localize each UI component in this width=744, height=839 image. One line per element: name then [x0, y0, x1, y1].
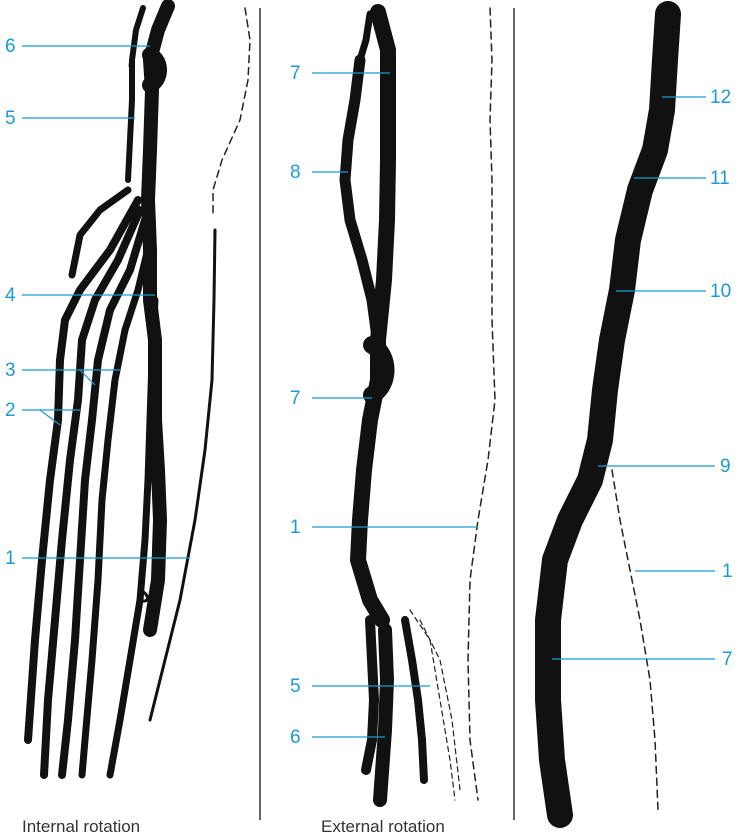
label-7-lower: 7 — [290, 389, 301, 408]
caption-internal-rotation: Internal rotation — [22, 818, 140, 835]
dashed-outline-p1 — [213, 8, 250, 215]
lower-vessel-left-p2 — [366, 620, 374, 770]
label-6: 6 — [5, 37, 16, 56]
caption-external-rotation: External rotation — [321, 818, 445, 835]
label-10: 10 — [710, 282, 731, 301]
valve-mark — [130, 60, 132, 68]
label-12: 12 — [710, 88, 731, 107]
label-1: 1 — [290, 518, 301, 537]
dashed-outline-p2 — [468, 8, 495, 800]
label-11: 11 — [710, 169, 730, 188]
trunk-bulge — [150, 55, 159, 85]
label-7-upper: 7 — [290, 64, 301, 83]
main-vein-p3 — [548, 14, 668, 815]
label-2: 2 — [5, 401, 16, 420]
panel-3-drawing — [548, 14, 668, 815]
label-4: 4 — [5, 286, 16, 305]
panel-internal-rotation-drawing — [28, 6, 250, 775]
label-5: 5 — [5, 109, 16, 128]
valve-mark — [129, 130, 131, 137]
label-1: 1 — [722, 562, 733, 581]
panel-external-rotation-drawing — [345, 8, 495, 800]
thin-upper-vein — [128, 8, 143, 180]
lower-vessel-main-p2 — [380, 630, 387, 800]
label-1: 1 — [5, 549, 16, 568]
label-5: 5 — [290, 677, 301, 696]
label-8: 8 — [290, 163, 301, 182]
label-7: 7 — [722, 650, 733, 669]
lower-vessel-right-p2 — [405, 620, 424, 780]
loop-vessel-p2 — [345, 60, 376, 330]
thin-upper-vein-p2 — [360, 14, 370, 60]
label-3: 3 — [5, 361, 16, 380]
label-6: 6 — [290, 728, 301, 747]
dashed-outline-p3 — [612, 470, 658, 810]
label-9: 9 — [720, 457, 731, 476]
